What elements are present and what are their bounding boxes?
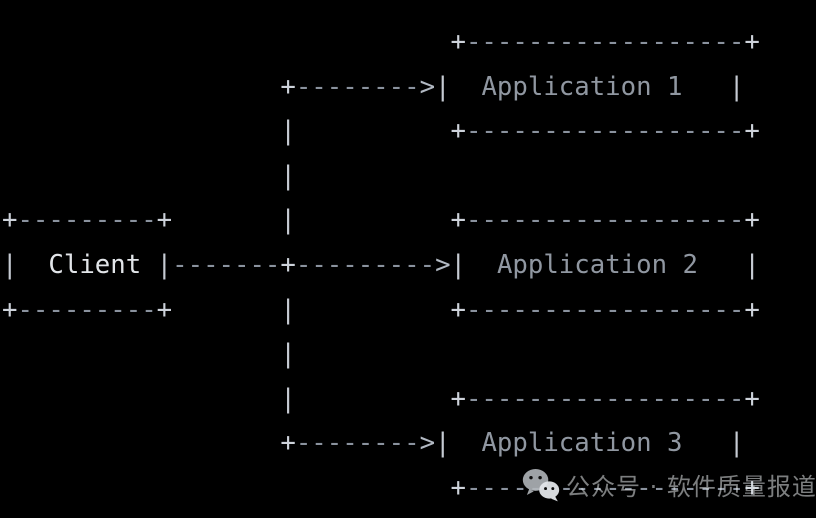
diagram-seg-dash: -------- [295,71,420,102]
diagram-seg-pipe: | [280,294,296,325]
diagram-seg-sp [296,295,451,325]
diagram-seg-plus: + [156,205,173,236]
diagram-seg-plus: + [744,472,760,503]
diagram-seg-pipe: | [2,249,18,280]
diagram-seg-plus: + [744,383,760,414]
diagram-seg-pipe: | [435,428,451,459]
diagram-seg-sp [683,428,729,458]
diagram-seg-plus: + [2,294,18,325]
diagram-seg-plus: + [2,205,18,236]
diagram-seg-sp [296,116,451,146]
diagram-seg-pipe: | [156,249,173,280]
diagram-seg-dash: --------- [295,249,436,280]
diagram-seg-plus: + [744,116,760,147]
diagram-seg-sp [296,205,451,235]
ascii-architecture-diagram: +------------------+ +-------->| Applica… [2,20,760,511]
diagram-seg-sp [2,428,280,458]
diagram-seg-plus: + [280,249,296,280]
application-1-label: Application 1 [481,71,683,102]
diagram-seg-gt: > [435,249,451,280]
diagram-seg-plus: + [450,294,466,325]
diagram-seg-plus: + [450,27,466,57]
diagram-seg-pipe: | [280,383,296,414]
diagram-seg-pipe: | [280,205,296,236]
diagram-seg-pipe: | [728,428,745,459]
diagram-seg-dash: ------- [172,249,281,280]
watermark-text: 公众号 · 软件质量报道 [566,472,816,501]
diagram-seg-plus: + [744,27,760,57]
diagram-seg-sp [2,72,280,102]
diagram-seg-dash: ------------------ [465,205,745,236]
watermark: 公众号 · 软件质量报道 [521,462,816,506]
diagram-seg-pipe: | [435,71,451,102]
diagram-seg-sp [172,295,280,325]
diagram-seg-sp [141,250,156,280]
diagram-seg-dash: ------------------ [465,27,745,57]
diagram-seg-sp [2,339,280,369]
diagram-seg-sp [2,473,451,503]
diagram-seg-pipe: | [450,249,466,280]
diagram-seg-sp [2,116,280,146]
diagram-seg-dash: ------------------ [465,294,745,325]
diagram-seg-dash: ------------------ [465,472,745,503]
diagram-seg-plus: + [156,294,173,325]
wechat-icon [522,468,560,501]
diagram-seg-sp [698,250,744,280]
diagram-seg-plus: + [450,205,466,236]
diagram-seg-pipe: | [280,116,296,147]
diagram-seg-sp [172,205,280,235]
diagram-seg-plus: + [450,383,466,414]
diagram-seg-sp [2,161,280,191]
application-3-label: Application 3 [481,428,683,459]
diagram-seg-sp [2,27,451,57]
diagram-seg-sp [296,384,451,414]
diagram-seg-pipe: | [744,249,760,280]
diagram-seg-plus: + [744,294,760,325]
application-2-label: Application 2 [496,249,698,280]
diagram-seg-dash: ------------------ [465,383,745,414]
diagram-seg-dash: --------- [17,294,157,325]
diagram-seg-dash: -------- [295,428,420,459]
diagram-seg-sp [451,72,482,102]
diagram-seg-plus: + [280,428,296,459]
diagram-seg-dash: --------- [17,205,157,236]
diagram-seg-plus: + [280,71,296,102]
diagram-seg-plus: + [744,205,760,236]
diagram-seg-sp [466,250,497,280]
diagram-seg-plus: + [450,472,466,503]
diagram-seg-sp [683,72,729,102]
diagram-seg-pipe: | [280,339,296,370]
diagram-seg-sp [2,384,280,414]
diagram-seg-sp [451,428,482,458]
diagram-seg-pipe: | [280,160,296,191]
diagram-seg-sp [17,250,48,280]
diagram-seg-pipe: | [728,71,745,102]
diagram-seg-plus: + [450,116,466,147]
diagram-seg-gt: > [419,428,436,459]
diagram-seg-gt: > [419,71,436,102]
client-label: Client [48,249,142,280]
diagram-seg-dash: ------------------ [465,116,745,147]
